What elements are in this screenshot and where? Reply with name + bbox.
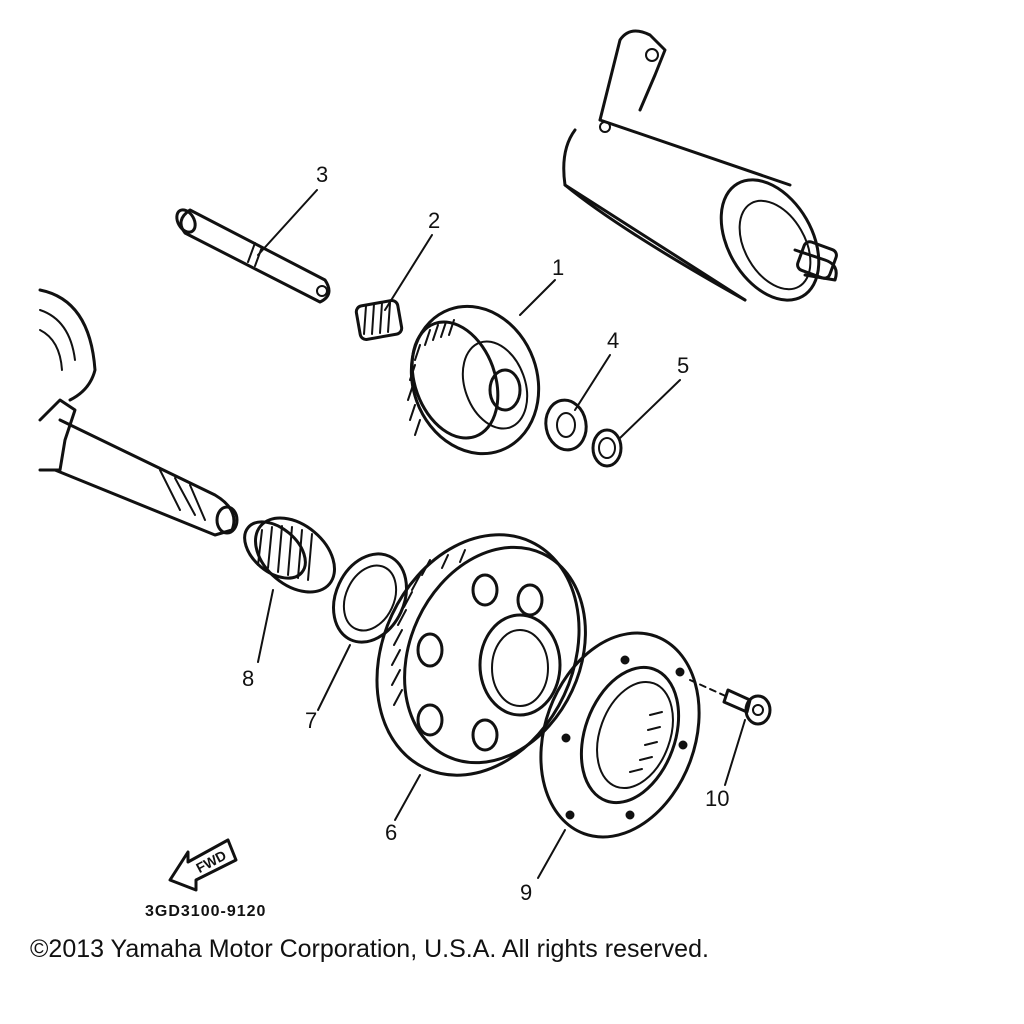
part-4-washer	[544, 398, 588, 452]
part-2-needle-bearing	[354, 299, 404, 341]
callout-numbers: 3 2 1 4 5 8 7 6 9 10	[242, 162, 729, 905]
callout-9: 9	[520, 880, 532, 905]
callout-10: 10	[705, 786, 729, 811]
callout-2: 2	[428, 208, 440, 233]
copyright-notice: ©2013 Yamaha Motor Corporation, U.S.A. A…	[30, 935, 709, 963]
callout-5: 5	[677, 353, 689, 378]
part-5-circlip	[591, 428, 623, 468]
part-3-shaft	[175, 208, 331, 304]
part-10-bolt	[689, 679, 772, 726]
callout-1: 1	[552, 255, 564, 280]
part-7-washer	[332, 552, 408, 644]
crankshaft	[38, 288, 239, 537]
fwd-arrow-icon: FWD	[168, 838, 238, 892]
callout-6: 6	[385, 820, 397, 845]
part-1-gear	[407, 304, 541, 456]
part-9-one-way-clutch	[539, 631, 701, 839]
starter-motor	[562, 29, 838, 302]
part-6-starter-wheel-gear	[375, 533, 587, 777]
leader-lines	[257, 189, 746, 879]
callout-3: 3	[316, 162, 328, 187]
callout-8: 8	[242, 666, 254, 691]
callout-7: 7	[305, 708, 317, 733]
diagram-code: 3GD3100-9120	[145, 903, 266, 920]
part-8-needle-bearing	[243, 516, 336, 594]
callout-4: 4	[607, 328, 619, 353]
